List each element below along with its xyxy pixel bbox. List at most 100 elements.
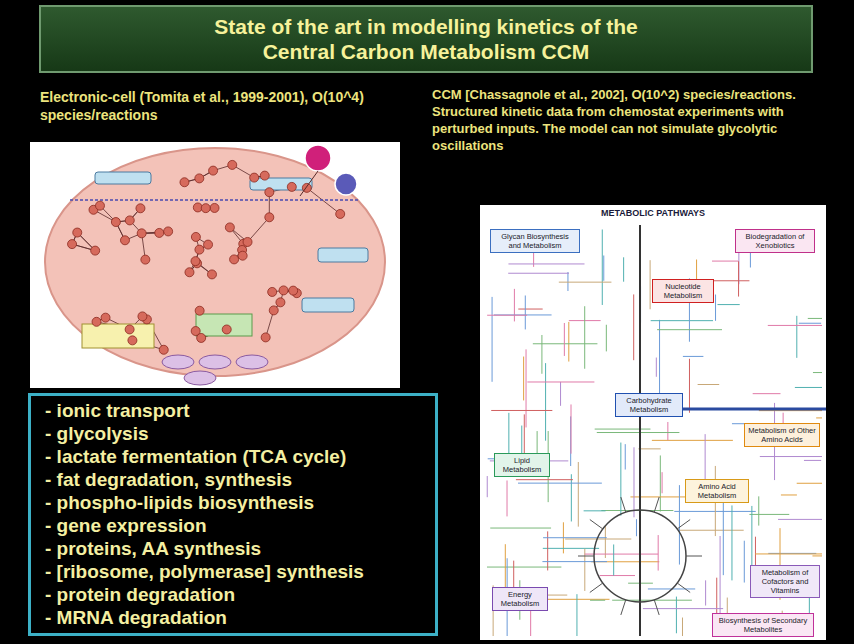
pathway-line [578,462,579,527]
metabolite-dot [209,166,218,175]
metabolite-dot [141,255,150,264]
pathway-line [744,541,745,583]
pathway-line [527,381,594,382]
pathway-line [613,544,614,575]
pathway-category-box: Glycan Biosynthesis and Metabolism [490,229,580,253]
pathway-line [643,608,723,609]
pathway-category-box: Biodegradation of Xenobiotics [735,229,815,253]
metabolite-dot [164,227,173,236]
pathway-line [651,320,713,321]
category-label: Lipid Metabolism [498,456,546,474]
metabolite-dot [197,333,206,342]
tca-spoke [590,520,603,529]
pathway-line [808,318,822,319]
pathway-line [584,549,585,591]
pathway-line [539,599,609,600]
metabolite-dot [276,298,285,307]
pathway-line [683,356,703,357]
pathway-line [606,325,607,352]
metabolite-dot [185,268,194,277]
cell-outline [45,148,385,376]
pathway-category-box: Lipid Metabolism [494,453,550,477]
metabolite-dot [195,174,204,183]
pathway-line [659,320,660,403]
pathway-line [523,357,524,401]
tca-circle [594,510,686,602]
pathway-line [623,257,624,281]
metabolite-dot [155,228,164,237]
pathway-line [584,510,606,511]
metabolite-dot [230,255,239,264]
pathway-map-lines [487,225,826,636]
pathway-line [652,440,733,441]
pathway-line [559,282,612,283]
transport-line [70,199,360,201]
pathway-line [760,456,822,457]
pathway-line [717,304,739,305]
metabolite-dot [195,245,204,254]
gene-ellipse [236,355,268,369]
pathway-category-box: Amino Acid Metabolism [685,479,749,503]
compartment-box [318,248,368,262]
category-label: Energy Metabolism [496,590,544,608]
metabolite-dot [336,209,345,218]
metabolite-dot [289,286,298,295]
pathway-line [568,322,569,362]
metabolite-dot [222,325,231,334]
pathway-line [795,387,822,388]
list-item: - glycolysis [45,422,425,445]
tca-spoke [677,520,690,529]
map-heading-text: METABOLIC PATHWAYS [597,208,709,218]
tca-spoke [677,583,690,592]
compartment-box [302,298,354,312]
pathway-line [560,382,561,406]
list-item: - proteins, AA synthesis [45,537,425,560]
category-label: Biodegradation of Xenobiotics [739,232,811,250]
tca-spoke [621,497,626,512]
pathway-line [667,422,668,440]
pathway-line [749,514,789,515]
cell-illustration-ground [30,142,400,388]
metabolite-dot [91,246,100,255]
pathway-line [796,316,797,358]
pathway-line [781,494,797,495]
pathway-line [590,600,605,601]
title-holder: State of the art in modelling kinetics o… [40,6,812,72]
pathway-line [816,417,822,418]
pathway-line [492,297,493,382]
pathway-line [636,519,637,536]
metabolite-dot [228,160,237,169]
compartment-box [95,172,151,184]
metabolite-dot [269,306,278,315]
pathway-line [605,525,606,558]
pathway-line [633,447,634,517]
pathway-line [490,528,551,529]
pathway-line [689,359,690,413]
category-label: Biosynthesis of Secondary Metabolites [716,616,810,634]
metabolite-dot [125,216,134,225]
pathway-line [676,597,677,634]
pathway-category-box: Metabolism of Cofactors and Vitamins [750,565,820,598]
pathway-line [585,554,658,555]
metabolite-dot [138,312,147,321]
figure-caption: CCM [Chassagnole et al., 2002], O(10^2) … [432,86,842,154]
pathway-line [521,426,522,457]
pathway-box [196,314,252,336]
metabolite-dot [191,257,200,266]
tca-spoke [654,600,659,615]
category-label: Metabolism of Other Amino Acids [748,426,816,444]
slide-title: State of the art in modelling kinetics o… [201,14,651,64]
metabolite-dot [210,203,219,212]
metabolite-dot [68,240,77,249]
pathway-line [518,483,602,484]
metabolite-dot [225,223,234,232]
pathway-line [514,289,515,322]
pathway-line [812,555,822,556]
pathway-line [620,443,621,516]
reaction-line [307,188,340,214]
metabolite-dot [204,240,213,249]
pathway-line [797,483,822,484]
pathway-category-box: Metabolism of Other Amino Acids [744,423,820,447]
metabolite-dot [92,317,101,326]
metabolite-dot [279,286,288,295]
